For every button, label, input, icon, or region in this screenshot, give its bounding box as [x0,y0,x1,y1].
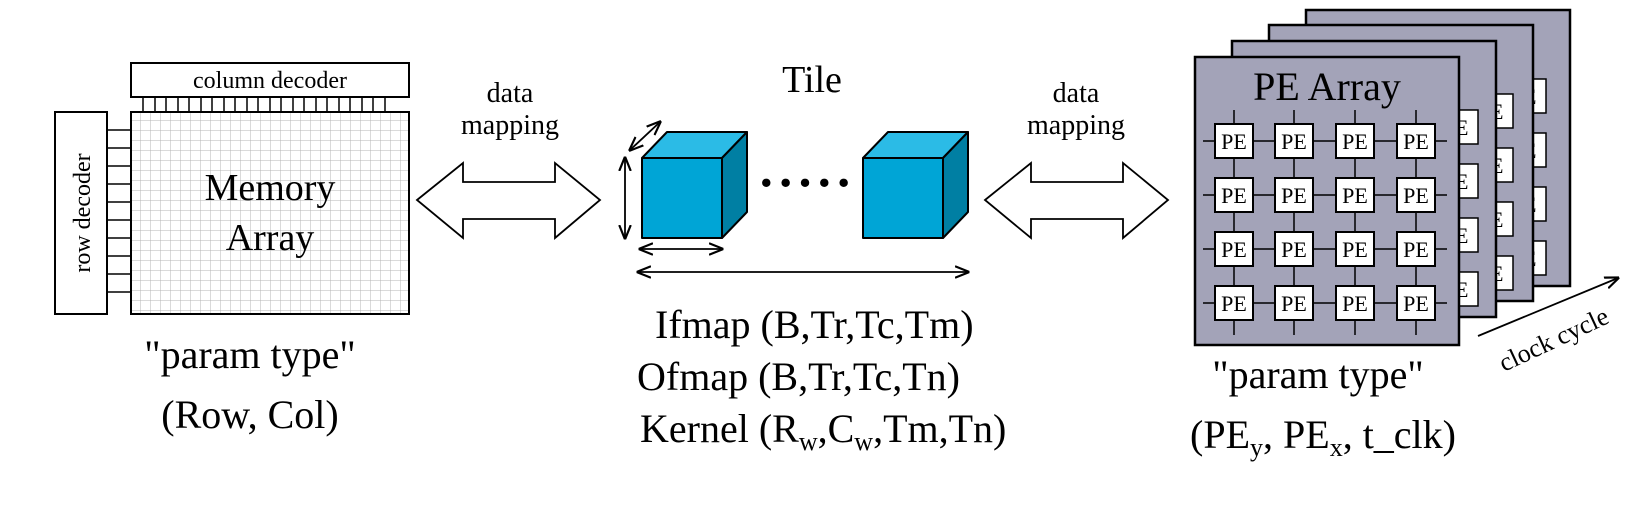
row-decoder [54,111,108,315]
pe-label: PE [1281,237,1307,262]
pe-cell-labels: PE PE PE PE PE PE PE PE PE PE PE PE PE PE PE PE [1221,129,1429,316]
pe-label: PE [1403,129,1429,154]
tile-block: Tile ····· Ifmap (B,Tr,Tc,Tm) Ofmap (B,T… [625,59,1006,456]
memory-array-title-line2: Array [226,217,315,259]
memory-param-type: "param type" [144,332,355,377]
memory-block: column decoder row decoder Memory Array … [54,62,410,437]
double-arrow-left [415,161,602,240]
tile-title: Tile [782,59,842,101]
data-mapping-left-line2: mapping [461,110,559,141]
tile-cube-first [641,131,748,239]
tile-ofmap: Ofmap (B,Tr,Tc,Tn) [637,354,960,399]
memory-params: (Row, Col) [161,392,338,437]
pe-label: PE [1281,291,1307,316]
pe-label: PE [1221,183,1247,208]
tile-cube-last [862,131,969,239]
clock-cycle-label: clock cycle [1494,301,1613,377]
pe-label: PE [1342,237,1368,262]
memory-array-grid [130,111,410,315]
row-decoder-label: row decoder [70,153,96,272]
pe-label: PE [1342,183,1368,208]
pe-label: PE [1221,129,1247,154]
tile-dimension-arrows [625,122,968,272]
pe-label: PE [1342,291,1368,316]
pe-params: (PEy, PEx, t_clk) [1190,412,1456,462]
column-decoder-label: column decoder [193,68,347,94]
column-decoder [130,62,410,98]
column-decoder-pins [142,95,386,113]
pe-param-type: "param type" [1212,352,1423,397]
pe-array-title: PE Array [1253,64,1401,109]
tile-kernel: Kernel (Rw,Cw,Tm,Tn) [640,406,1006,456]
tile-ellipsis: ····· [758,155,855,212]
pe-label: PE [1342,129,1368,154]
pe-label: PE [1281,129,1307,154]
data-mapping-right-line1: data [1053,78,1100,109]
data-mapping-left: data mapping [415,78,602,240]
pe-label: PE [1221,237,1247,262]
pe-label: PE [1403,183,1429,208]
cube-depth-arrow [630,122,660,150]
data-mapping-right: data mapping [983,78,1170,240]
pe-label: PE [1403,237,1429,262]
pe-cells [1214,123,1436,321]
data-mapping-right-line2: mapping [1027,110,1125,141]
tile-ifmap: Ifmap (B,Tr,Tc,Tm) [655,302,974,347]
double-arrow-right [983,161,1170,240]
row-decoder-pins [107,129,131,293]
pe-label: PE [1403,291,1429,316]
memory-array-title-line1: Memory [205,167,336,209]
pe-label: PE [1281,183,1307,208]
clock-cycle-arrow [1477,278,1618,337]
pe-label: PE [1221,291,1247,316]
data-mapping-left-line1: data [487,78,534,109]
